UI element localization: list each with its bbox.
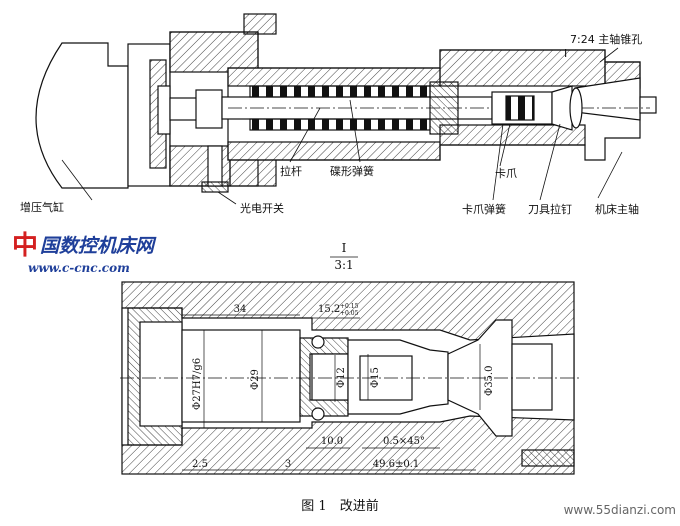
label-cylinder: 增压气缸 xyxy=(20,200,64,214)
label-spindle: 机床主轴 xyxy=(595,202,639,216)
dim-phi15: Φ15 xyxy=(370,367,381,388)
watermark-brand-prefix: 中 xyxy=(12,231,38,261)
dimension-lines xyxy=(182,314,481,471)
dim-15-2-tol-upper: +0.15 xyxy=(340,303,359,310)
dim-phi12: Φ12 xyxy=(336,367,347,388)
detail-pull-rod xyxy=(181,329,301,423)
watermark-site-2: www.55dianzi.com xyxy=(564,503,676,517)
spindle-wall-top xyxy=(227,67,441,87)
dim-15-2-tol-lower: +0.05 xyxy=(340,310,359,317)
detail-oring-bottom xyxy=(311,407,325,421)
spindle-wall-bottom xyxy=(227,141,441,161)
photo-switch-nut xyxy=(201,181,229,193)
dim-2-5: 2.5 xyxy=(192,459,208,470)
label-claw-spring: 卡爪弹簧 xyxy=(462,202,506,216)
spindle-nose-bottom xyxy=(439,124,586,146)
disc-spring-stack-bottom xyxy=(249,118,431,131)
spring-seat xyxy=(429,81,459,135)
figure-caption: 图 1 改进前 xyxy=(301,498,378,514)
top-assembly xyxy=(35,13,657,205)
detail-view xyxy=(120,281,580,475)
watermark-brand: 中 国数控机床网 www.c-cnc.com xyxy=(12,231,157,275)
watermark-site: www.c-cnc.com xyxy=(28,261,130,275)
dim-chamfer: 0.5×45° xyxy=(383,436,425,447)
label-detail-mark: I xyxy=(564,47,567,60)
claw-jaw xyxy=(551,85,573,131)
detail-stud-shank xyxy=(511,343,553,411)
disc-spring-stack-top xyxy=(249,85,431,98)
stud-head xyxy=(569,87,583,129)
spindle-nose-top xyxy=(439,49,606,87)
claw-spring xyxy=(505,95,535,121)
label-taper: 7:24 主轴锥孔 xyxy=(570,32,642,46)
dim-49-6: 49.6±0.1 xyxy=(373,459,420,470)
dim-phi27: Φ27H7/g6 xyxy=(192,358,203,410)
detail-oring-top xyxy=(311,335,325,349)
photo-switch-body xyxy=(207,145,223,187)
label-pull-rod: 拉杆 xyxy=(280,164,302,178)
piston-nut xyxy=(195,89,223,129)
dim-34: 34 xyxy=(234,304,247,315)
dim-3: 3 xyxy=(285,459,291,470)
detail-pin xyxy=(521,449,575,467)
booster-cylinder xyxy=(35,42,129,189)
dim-phi29: Φ29 xyxy=(250,369,261,390)
dim-15-2: 15.2 xyxy=(318,304,340,315)
watermark-brand-rest: 国数控机床网 xyxy=(40,235,157,257)
label-tool-stud: 刀具拉钉 xyxy=(528,202,572,216)
label-disc-spring: 碟形弹簧 xyxy=(330,164,374,178)
detail-mark: I xyxy=(342,241,347,255)
housing-wall-top xyxy=(169,31,259,73)
tool-stud-tip xyxy=(639,96,657,114)
label-photo-switch: 光电开关 xyxy=(240,201,284,215)
detail-spring-inner xyxy=(311,353,349,401)
detail-scale: 3:1 xyxy=(334,258,353,272)
label-claw: 卡爪 xyxy=(495,167,517,180)
piston-disc xyxy=(157,85,171,135)
dim-10: 10.0 xyxy=(321,436,343,447)
housing-flange-top xyxy=(243,13,277,35)
dim-phi35: Φ35.0 xyxy=(484,366,495,396)
